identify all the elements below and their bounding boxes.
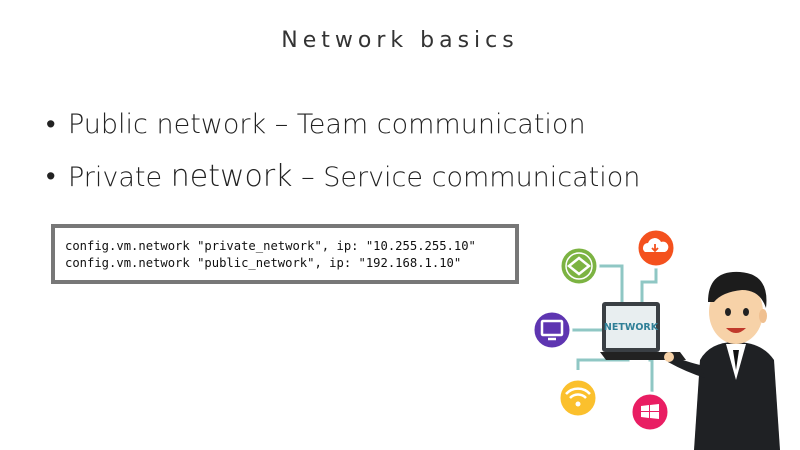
bullet-item-private: Private network – Service communication (46, 156, 640, 208)
businessman (664, 271, 780, 450)
windows-icon (629, 391, 671, 433)
monitor-icon (531, 309, 573, 351)
bullet-text-emphasis: network (170, 159, 293, 194)
layers-icon (558, 245, 600, 287)
slide-title: Network basics (281, 28, 519, 53)
network-illustration: NETWORK (531, 227, 780, 450)
laptop: NETWORK (600, 302, 686, 360)
code-line: config.vm.network "private_network", ip:… (65, 239, 476, 253)
bullet-list: Public network – Team communication Priv… (46, 104, 640, 208)
bullet-item-public: Public network – Team communication (46, 104, 640, 156)
bullet-text-suffix: – Team communication (266, 109, 586, 140)
cloud-download-icon (635, 227, 677, 269)
bullet-text: Public network (68, 109, 267, 140)
wifi-icon (557, 377, 599, 419)
code-line: config.vm.network "public_network", ip: … (65, 256, 462, 270)
bullet-text: Private (68, 162, 171, 193)
bullet-text-suffix: – Service communication (292, 162, 641, 193)
code-block: config.vm.network "private_network", ip:… (51, 224, 519, 284)
laptop-label: NETWORK (604, 322, 659, 333)
